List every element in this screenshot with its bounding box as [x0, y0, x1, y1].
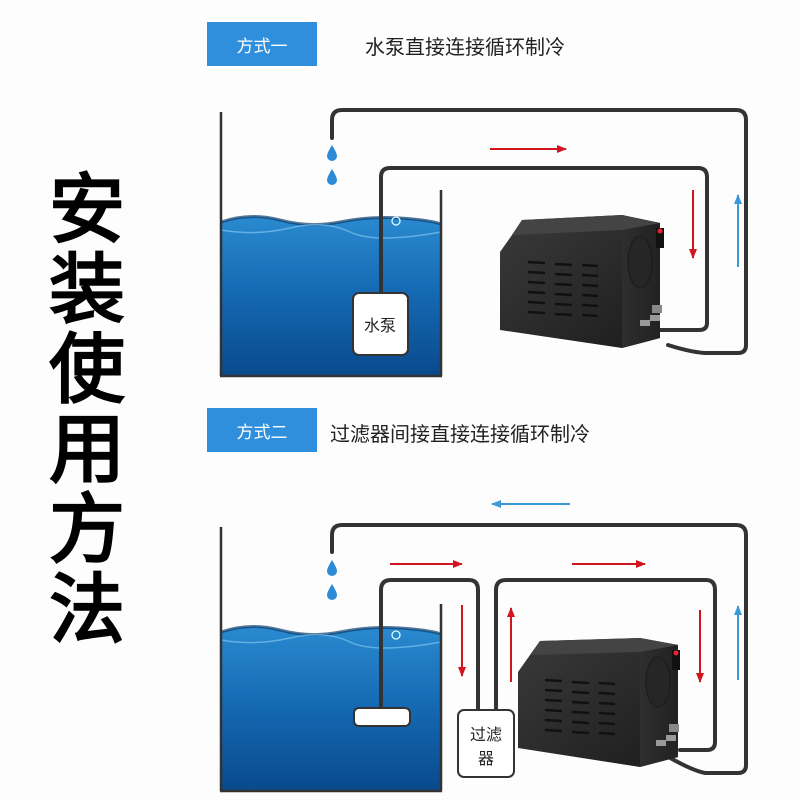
chiller-unit: [518, 638, 680, 767]
title-char: 用: [49, 405, 125, 494]
water-drop-icon: [327, 584, 337, 600]
supply-pipe: [379, 166, 709, 332]
filter-label: 器: [478, 749, 494, 768]
water-drop-icon: [327, 560, 337, 576]
pump-box: [353, 707, 411, 727]
control-panel: [656, 228, 664, 248]
return-pipe: [330, 108, 748, 355]
pump-label: 水泵: [364, 316, 396, 335]
label-plate: [652, 305, 662, 313]
chiller-unit: [500, 215, 664, 348]
return-pipe: [330, 523, 748, 775]
method2-heading: 过滤器间接直接连接循环制冷: [330, 422, 590, 446]
water-drop-icon: [327, 169, 337, 185]
control-panel: [672, 650, 680, 670]
title-char: 使: [49, 325, 125, 414]
filter-box: [457, 709, 515, 778]
pump-box: [352, 292, 409, 356]
fan-grille: [645, 656, 671, 708]
filter-to-chiller-pipe: [494, 578, 717, 752]
filter-label: 过滤: [470, 725, 502, 744]
display-led: [657, 228, 663, 234]
vertical-title: 安 装 使 用 方 法: [42, 170, 132, 650]
method2-badge: 方式二: [207, 408, 317, 452]
method1-diagram: 水泵: [219, 108, 748, 378]
fan-grille: [627, 235, 653, 289]
title-char: 安: [49, 165, 125, 254]
pump-to-filter-pipe: [379, 578, 480, 712]
title-char: 装: [49, 245, 125, 334]
title-char: 法: [49, 565, 125, 654]
water-drop-icon: [327, 145, 337, 161]
tank-water: [221, 626, 441, 790]
method2-diagram: 过滤 器: [219, 500, 748, 793]
title-char: 方: [49, 485, 125, 574]
label-plate: [669, 724, 679, 732]
method1-badge: 方式一: [207, 22, 317, 66]
method1-heading: 水泵直接连接循环制冷: [365, 35, 565, 59]
display-led: [673, 650, 679, 656]
